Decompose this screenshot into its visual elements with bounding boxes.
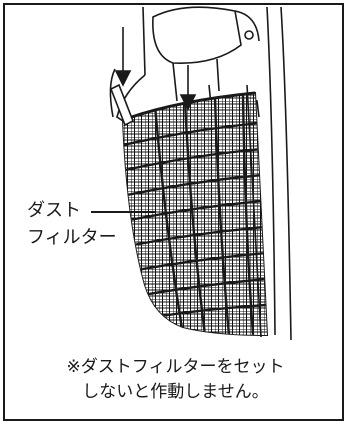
callout-label-line1: ダスト bbox=[27, 200, 81, 221]
dust-filter-callout: ダスト フィルター bbox=[27, 197, 137, 251]
device-illustration bbox=[91, 6, 292, 340]
note-line2: しないと作動しません。 bbox=[82, 382, 269, 402]
note-line1: ※ダストフィルターをセット bbox=[66, 357, 285, 377]
insert-arrow-icon bbox=[114, 27, 197, 111]
dust-filter-illustration bbox=[109, 83, 269, 338]
instruction-panel: ダスト フィルター ※ダストフィルターをセット しないと作動しません。 bbox=[3, 3, 344, 421]
warning-note: ※ダストフィルターをセット しないと作動しません。 bbox=[5, 355, 346, 405]
callout-label-line2: フィルター bbox=[27, 227, 117, 248]
